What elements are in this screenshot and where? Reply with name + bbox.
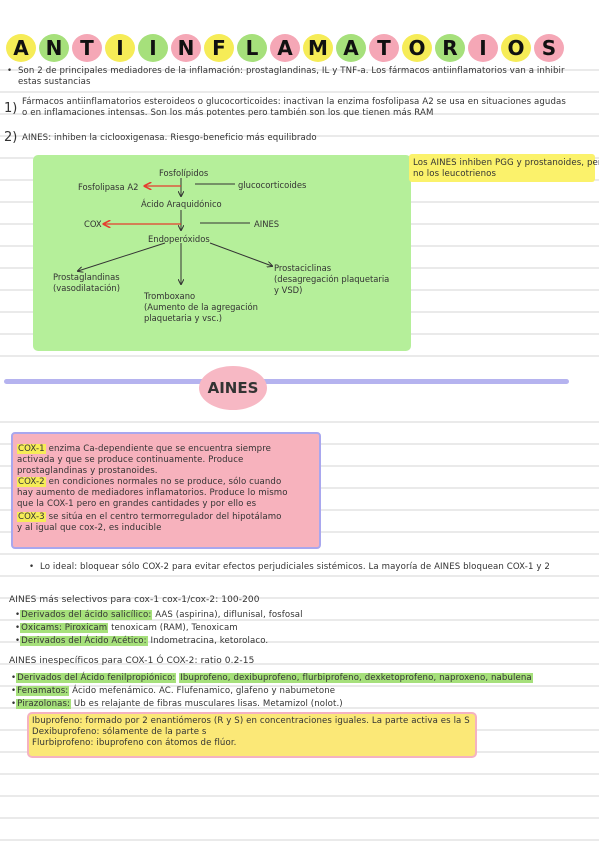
cox-line-6: que la COX-1 pero en grandes cantidades … (17, 499, 257, 509)
title-letter: I (138, 34, 168, 62)
diagram-box (33, 155, 411, 351)
node-endoperoxidos: Endoperóxidos (148, 234, 210, 244)
item1-line-1: Fármacos antiinflamatorios esteroideos o… (22, 97, 566, 107)
title-letter: L (237, 34, 267, 62)
title-letter: I (105, 34, 135, 62)
cox-box (11, 432, 321, 549)
ibuprofen-line-3: Flurbiprofeno: ibuprofeno con átomos de … (32, 738, 237, 748)
cox-line-3: prostaglandinas y prostanoides. (17, 466, 158, 476)
title-letter: T (369, 34, 399, 62)
node-fosfolipasa: Fosfolipasa A2 (78, 182, 139, 192)
intro-line-1: Son 2 de principales mediadores de la in… (18, 66, 565, 76)
node-tromboxano-note-2: plaquetaria y vsc.) (144, 313, 223, 323)
title-letter: N (171, 34, 201, 62)
section-divider (4, 379, 569, 384)
cox-line-4: COX-2 en condiciones normales no se prod… (17, 477, 281, 488)
title-letter: S (534, 34, 564, 62)
title-letter: O (402, 34, 432, 62)
node-aines: AINES (254, 219, 280, 229)
node-prostaciclinas-note-2: y VSD) (274, 285, 303, 295)
section-title: AINES (199, 366, 267, 410)
selective-item: •Derivados del ácido salicílico: AAS (as… (15, 610, 303, 620)
cox-line-2: activada y que se produce continuamente.… (17, 455, 244, 465)
page-title: A N T I I N F L A M A T O R I O S (6, 34, 596, 64)
nonselective-item: •Derivados del Ácido fenilpropiónico: Ib… (11, 673, 533, 683)
node-acido-araquidonico: Ácido Araquidónico (141, 199, 222, 209)
nonselective-text: Ub es relajante de fibras musculares lis… (73, 699, 343, 709)
selective-tag: Derivados del Ácido Acético: (20, 636, 148, 646)
aines-note-line-2: no los leucotrienos (413, 169, 497, 179)
ideal-text: Lo ideal: bloquear sólo COX-2 para evita… (40, 562, 550, 572)
aines-note (409, 154, 595, 182)
item-number: 2) (4, 130, 18, 145)
cox3-text: se sitúa en el centro termorregulador de… (48, 512, 282, 522)
node-prostaciclinas-note: (desagregación plaquetaria (274, 274, 390, 284)
title-letter: A (336, 34, 366, 62)
node-cox: COX (84, 219, 102, 229)
item-number: 1) (4, 101, 18, 116)
nonselective-tag: Pirazolonas: (16, 699, 72, 709)
bullet-icon: • (29, 562, 35, 572)
selective-item: •Oxicams: Piroxicam tenoxicam (RAM), Ten… (15, 623, 238, 633)
cox-line-1: COX-1 enzima Ca-dependiente que se encue… (17, 444, 271, 455)
nonselective-text: Ácido mefenámico. AC. Flufenamico, glafe… (72, 686, 336, 696)
cox-line-7: COX-3 se sitúa en el centro termorregula… (17, 512, 282, 523)
ibuprofen-line-2: Dexibuprofeno: sólamente de la parte s (32, 727, 207, 737)
selective-text: tenoxicam (RAM), Tenoxicam (111, 623, 238, 633)
item2-text: AINES: inhiben la ciclooxigenasa. Riesgo… (22, 133, 317, 143)
cox-line-5: hay aumento de mediadores inflamatorios.… (17, 488, 288, 498)
title-letter: N (39, 34, 69, 62)
nonselective-tag: Fenamatos: (16, 686, 70, 696)
title-letter: T (72, 34, 102, 62)
nonselective-heading: AINES inespecíficos para COX-1 Ó COX-2: … (9, 656, 255, 666)
intro-line-2: estas sustancias (18, 77, 91, 87)
cox2-tag: COX-2 (17, 477, 46, 487)
selective-text: AAS (aspirina), diflunisal, fosfosal (155, 610, 303, 620)
ibuprofen-note (27, 712, 477, 758)
title-letter: A (270, 34, 300, 62)
cox-line-8: y al igual que cox-2, es inducible (17, 523, 162, 533)
title-letter: I (468, 34, 498, 62)
cox1-text: enzima Ca-dependiente que se encuentra s… (48, 444, 272, 454)
selective-tag: Oxicams: Piroxicam (20, 623, 109, 633)
selective-tag: Derivados del ácido salicílico: (20, 610, 153, 620)
ibuprofen-line-1: Ibuprofeno: formado por 2 enantiómeros (… (32, 716, 470, 726)
nonselective-tag: Derivados del Ácido fenilpropiónico: (16, 673, 177, 683)
title-letter: F (204, 34, 234, 62)
cox2-text: en condiciones normales no se produce, s… (48, 477, 282, 487)
bullet-icon: • (7, 66, 13, 76)
title-letter: R (435, 34, 465, 62)
aines-note-line-1: Los AINES inhiben PGG y prostanoides, pe… (413, 158, 599, 168)
item1-line-2: o en inflamaciones intensas. Son los más… (22, 108, 434, 118)
selective-item: •Derivados del Ácido Acético: Indometrac… (15, 636, 269, 646)
title-letter: O (501, 34, 531, 62)
node-tromboxano: Tromboxano (144, 291, 196, 301)
title-letter: M (303, 34, 333, 62)
node-glucocorticoides: glucocorticoides (238, 180, 307, 190)
node-prostaglandinas: Prostaglandinas (53, 272, 120, 282)
cox3-tag: COX-3 (17, 512, 46, 522)
nonselective-item: •Fenamatos: Ácido mefenámico. AC. Flufen… (11, 686, 336, 696)
node-prostaciclinas: Prostaciclinas (274, 263, 332, 273)
nonselective-text: Ibuprofeno, dexibuprofeno, flurbiprofeno… (179, 673, 533, 683)
cox1-tag: COX-1 (17, 444, 46, 454)
selective-text: Indometracina, ketorolaco. (150, 636, 269, 646)
node-fosfolipidos: Fosfolípidos (159, 168, 209, 178)
selective-heading: AINES más selectivos para cox-1 cox-1/co… (9, 595, 260, 605)
node-prostaglandinas-note: (vasodilatación) (53, 283, 120, 293)
title-letter: A (6, 34, 36, 62)
node-tromboxano-note: (Aumento de la agregación (144, 302, 258, 312)
nonselective-item: •Pirazolonas: Ub es relajante de fibras … (11, 699, 343, 709)
